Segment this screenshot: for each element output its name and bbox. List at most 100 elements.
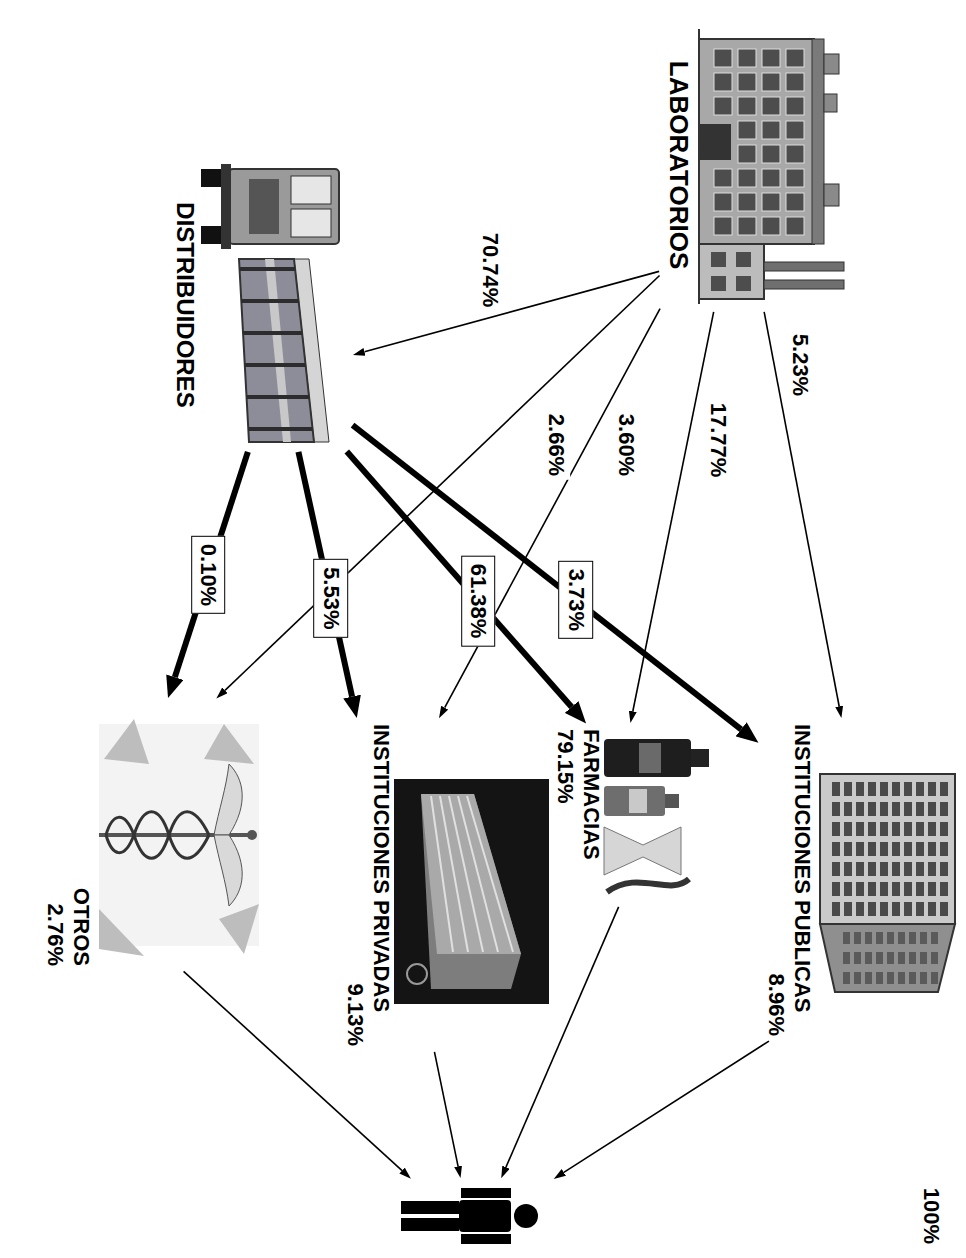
laboratory-node: LABORATORIOS [661, 20, 861, 310]
building-window [904, 782, 912, 796]
building-window [880, 882, 888, 896]
flow-percent: 70.74% [476, 229, 504, 312]
building-window [854, 952, 861, 964]
building-window [856, 862, 864, 876]
building-window [920, 932, 927, 944]
icon-space [94, 704, 264, 966]
building-window [880, 822, 888, 836]
private-institution-node: INSTITUCIONES PRIVADAS9.13% [339, 720, 551, 1050]
building-window [844, 842, 852, 856]
building-window [928, 802, 936, 816]
node-label: 9.13% [341, 724, 367, 1046]
building-window [832, 842, 840, 856]
building-window [916, 862, 924, 876]
building-window [832, 782, 840, 796]
building-window [856, 902, 864, 916]
building-window [916, 902, 924, 916]
icon-space [604, 729, 719, 901]
person-head [514, 1204, 538, 1228]
building-window [868, 782, 876, 796]
building-window [909, 952, 916, 964]
factory-window [786, 49, 804, 67]
icon-space [199, 164, 349, 446]
building-window [843, 972, 850, 984]
warehouse-stripe [241, 299, 298, 303]
building-window [940, 862, 948, 876]
node-label: INSTITUCIONES PUBLICAS [789, 724, 815, 1036]
building-window [856, 842, 864, 856]
factory-window [762, 97, 780, 115]
factory-window [762, 49, 780, 67]
consumer-node: 100% [397, 1180, 946, 1252]
building-window [887, 972, 894, 984]
roof-box [824, 54, 839, 74]
factory-window [714, 49, 732, 67]
caduceus-snake [106, 812, 209, 859]
factory-window [762, 193, 780, 211]
node-label: 8.96% [762, 724, 788, 1036]
building-window [865, 952, 872, 964]
building-window [892, 842, 900, 856]
node-label: 79.15% [551, 729, 577, 901]
building-window [909, 972, 916, 984]
pestle [607, 879, 689, 892]
flow-arrow [564, 1041, 769, 1172]
building-window [868, 902, 876, 916]
truck-wheel [201, 226, 221, 244]
roof-box [824, 184, 839, 206]
warehouse-stripe [247, 395, 310, 399]
person-arm [461, 1188, 511, 1198]
building-window [868, 822, 876, 836]
building-window [844, 902, 852, 916]
truck-bumper [221, 164, 231, 249]
factory-window [786, 145, 804, 163]
building-window [856, 822, 864, 836]
factory-window [738, 49, 756, 67]
factory-window [786, 193, 804, 211]
building-window [880, 862, 888, 876]
building-window [920, 952, 927, 964]
mortar [604, 827, 681, 875]
building-window [916, 782, 924, 796]
building-window [916, 882, 924, 896]
building-window [832, 822, 840, 836]
building-window [876, 952, 883, 964]
building-window [916, 802, 924, 816]
building-window [832, 882, 840, 896]
building-window [844, 882, 852, 896]
building-window [931, 932, 938, 944]
flow-percent: 5.53% [313, 559, 347, 637]
flow-arrow [445, 309, 660, 708]
chimney [764, 280, 844, 289]
factory-window [714, 193, 732, 211]
factory-wall [699, 39, 814, 244]
bottle-neck [663, 794, 679, 808]
flow-percent: 61.38% [461, 556, 495, 647]
window-row [467, 796, 513, 952]
person-illustration [401, 1188, 538, 1244]
factory-window [762, 73, 780, 91]
building-window [876, 932, 883, 944]
other-node: OTROS2.76% [39, 700, 266, 970]
building-side [820, 924, 955, 992]
node-label: 2.76% [41, 704, 67, 966]
building-window [880, 902, 888, 916]
person-leg [401, 1218, 459, 1231]
building-window [844, 782, 852, 796]
icon-space [694, 24, 859, 306]
building-window [832, 902, 840, 916]
truck-window [291, 209, 331, 237]
bottle [604, 739, 691, 777]
person-body [459, 1200, 511, 1232]
factory-window [736, 252, 751, 267]
building-window [928, 882, 936, 896]
caduceus-wing [214, 835, 242, 906]
building-window [904, 842, 912, 856]
factory-door [699, 124, 731, 160]
window-row [431, 796, 453, 952]
bottle [604, 786, 665, 816]
caduceus-wing [214, 764, 242, 835]
factory-annex [699, 244, 764, 299]
warehouse-band [265, 259, 291, 442]
public-institution-node: INSTITUCIONES PUBLICAS8.96% [760, 720, 962, 1040]
